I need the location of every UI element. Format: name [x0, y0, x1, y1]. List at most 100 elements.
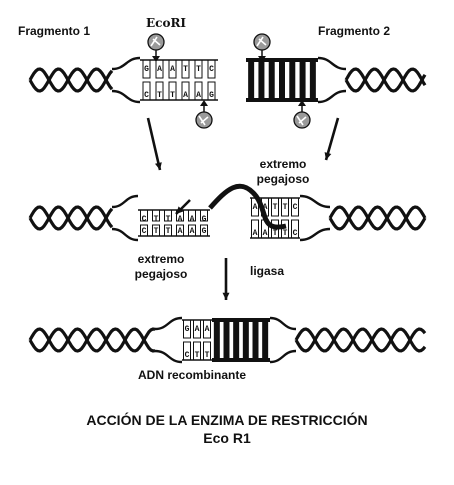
base-bottom — [281, 219, 289, 239]
helix-strand — [28, 67, 114, 93]
enzyme-bottom-right — [293, 100, 311, 129]
enzyme-pointer — [258, 56, 266, 62]
ligase-label: ligasa — [250, 264, 285, 278]
base-bottom — [200, 224, 208, 237]
arrow-head — [176, 206, 184, 214]
base-pair-rung — [213, 320, 220, 360]
base-letter: T — [205, 351, 210, 360]
base-bottom — [194, 81, 203, 101]
arrow-head — [155, 162, 162, 170]
figure-title: ACCIÓN DE LA ENZIMA DE RESTRICCIÓN — [86, 412, 368, 428]
base-letter: C — [293, 203, 298, 212]
recombinant-right-funnel — [269, 316, 297, 364]
base-letter: T — [166, 227, 171, 236]
base-pair-rung — [309, 60, 316, 100]
base-top — [142, 59, 151, 79]
enzyme-top-right — [253, 33, 271, 62]
base-bottom — [176, 224, 184, 237]
base-letter: A — [205, 325, 210, 334]
fragment-2-label: Fragmento 2 — [318, 24, 391, 38]
funnel-top — [317, 56, 347, 71]
sticky-strand-curve — [208, 183, 287, 230]
base-letter: A — [183, 91, 188, 100]
enzyme-pointer — [200, 100, 208, 106]
helix-strand — [28, 67, 114, 93]
arrow-shaft — [324, 117, 340, 161]
base-pair-rung — [258, 60, 265, 100]
base-top — [291, 197, 299, 217]
base-pair-rung — [262, 320, 269, 360]
sticky-end-right-line2: pegajoso — [256, 172, 310, 186]
cut-right-helix — [328, 205, 427, 231]
enzyme-scissors — [198, 115, 209, 126]
base-top — [183, 319, 191, 339]
helix-strand — [294, 327, 427, 353]
recombinant-left-funnel — [154, 316, 183, 364]
base-pair-rung — [223, 320, 230, 360]
funnel-top — [299, 194, 331, 209]
base-letter: A — [253, 203, 258, 212]
base-letter: C — [293, 229, 298, 238]
helix-strand — [28, 327, 156, 353]
base-top — [193, 319, 201, 339]
sticky-end-right-line1: extremo — [259, 157, 307, 171]
fragment-1-helix — [28, 67, 114, 93]
base-letter: C — [142, 227, 147, 236]
base-pair-rung — [299, 60, 306, 100]
enzyme-label: EcoRI — [146, 16, 187, 30]
base-bottom — [140, 224, 148, 237]
base-bottom — [168, 81, 177, 101]
arrow-head — [324, 152, 332, 160]
enzyme-bottom-left — [195, 100, 213, 129]
base-letter: C — [209, 65, 214, 74]
base-letter: G — [144, 65, 149, 74]
recombinant-ladder — [212, 318, 270, 362]
base-bottom — [188, 224, 196, 237]
base-letter: A — [190, 227, 195, 236]
base-pair-rung — [248, 60, 255, 100]
cut-right-overhang — [250, 197, 300, 239]
helix-strand — [328, 205, 427, 231]
cut-left-helix — [28, 205, 114, 231]
base-letter: T — [170, 91, 175, 100]
base-letter: T — [273, 203, 278, 212]
fragment-2-ladder — [246, 58, 318, 102]
fragment-1-label: Fragmento 1 — [18, 24, 91, 38]
enzyme-icons — [147, 33, 311, 129]
base-bottom — [251, 219, 259, 239]
base-top — [181, 59, 190, 79]
sticky-end-left-line2: pegajoso — [134, 267, 188, 281]
base-letter: T — [283, 229, 288, 238]
arrow-join — [175, 199, 191, 215]
dna-helices — [28, 56, 427, 364]
funnel-bottom — [317, 89, 347, 104]
arrow-down-right — [324, 117, 340, 161]
base-top — [251, 197, 259, 217]
base-bottom — [193, 341, 201, 361]
figure-subtitle: Eco R1 — [203, 430, 251, 446]
helix-strand — [294, 327, 427, 353]
recombinant-junction — [182, 319, 212, 361]
helix-strand — [344, 67, 427, 93]
base-letter: A — [263, 203, 268, 212]
helix-strand — [328, 205, 427, 231]
base-letter: A — [178, 215, 183, 224]
base-bottom — [155, 81, 164, 101]
base-bottom — [181, 81, 190, 101]
funnel-top — [111, 194, 139, 209]
fragment-1-funnel — [111, 56, 141, 104]
fragment-1-site — [140, 59, 218, 101]
base-letter: A — [170, 65, 175, 74]
base-pair-rung — [242, 320, 249, 360]
fragment-2-funnel — [317, 56, 347, 104]
enzyme-pointer — [152, 56, 160, 62]
base-bottom — [152, 224, 160, 237]
base-pair-rung — [289, 60, 296, 100]
base-bottom — [271, 219, 279, 239]
funnel-top — [111, 56, 141, 71]
enzyme-pointer — [298, 100, 306, 106]
base-letter: T — [183, 65, 188, 74]
base-letter: A — [196, 91, 201, 100]
arrow-ligase — [222, 258, 230, 300]
base-letter: T — [154, 227, 159, 236]
